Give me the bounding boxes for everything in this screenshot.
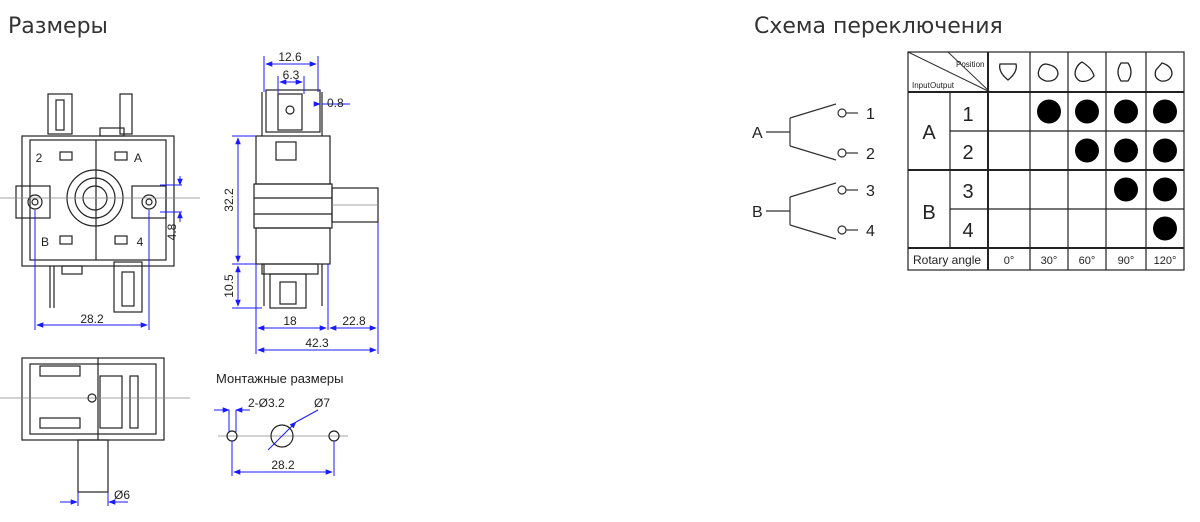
bottom-view <box>0 357 190 493</box>
contact-dot-2-4 <box>1153 138 1177 163</box>
mount-center-diameter: Ø7 <box>314 396 330 410</box>
mount-spacing: 28.2 <box>271 458 295 472</box>
table-output-3: 3 <box>962 181 973 203</box>
contact-dot-1-3 <box>1114 99 1138 124</box>
position-120-icon <box>1154 62 1173 82</box>
circuit-diagram <box>766 103 858 240</box>
mount-diagram <box>218 424 348 448</box>
table-output-1: 1 <box>962 104 973 126</box>
contact-dot-1-4 <box>1153 99 1177 124</box>
corner-input-label: Input <box>912 81 931 90</box>
position-90-icon <box>1117 62 1132 82</box>
dim-inner-width: 6.3 <box>283 68 300 82</box>
dimensions-title: Размеры <box>8 14 108 39</box>
side-view <box>253 89 379 309</box>
angle-0: 0° <box>1004 255 1015 267</box>
corner-position-label: Position <box>956 60 984 69</box>
bottom-dimension-lines <box>60 492 128 506</box>
mark-bottom-left: B <box>41 235 49 249</box>
dim-lower-height: 10.5 <box>222 274 236 298</box>
position-icons <box>999 61 1173 83</box>
contact-dot-3-3 <box>1114 177 1138 202</box>
angle-120: 120° <box>1154 255 1177 267</box>
dim-pin: 0.8 <box>327 96 344 110</box>
circuit-input-a: A <box>752 125 763 142</box>
angle-60: 60° <box>1079 255 1096 267</box>
front-view <box>0 93 200 313</box>
dim-total-length: 42.3 <box>305 336 329 350</box>
dim-shaft-length: 22.8 <box>342 314 366 328</box>
scheme-title: Схема переключения <box>754 14 1003 39</box>
dim-base-width: 28.2 <box>80 312 104 326</box>
mark-bottom-right: 4 <box>137 235 144 249</box>
table-grid <box>907 51 1185 271</box>
rotary-angle-label: Rotary angle <box>913 253 981 267</box>
position-60-icon <box>1074 61 1095 83</box>
mount-title: Монтажные размеры <box>216 371 344 386</box>
switching-table: Position Input Output A B 1 2 3 4 Rotary… <box>907 51 1185 271</box>
contact-dot-2-3 <box>1114 138 1138 163</box>
mark-top-right: A <box>134 151 142 165</box>
table-input-b: B <box>922 202 935 224</box>
table-input-a: A <box>922 122 936 144</box>
front-dimension-lines <box>34 176 183 330</box>
position-30-icon <box>1037 63 1059 82</box>
angle-90: 90° <box>1118 255 1135 267</box>
dim-top-width: 12.6 <box>278 50 302 64</box>
circuit-output-1: 1 <box>866 106 875 123</box>
dim-offset: 4.8 <box>165 223 179 240</box>
circuit-output-2: 2 <box>866 146 875 163</box>
angle-30: 30° <box>1041 255 1058 267</box>
dim-height: 32.2 <box>222 188 236 212</box>
mount-dimension-lines <box>214 407 335 476</box>
corner-output-label: Output <box>930 81 955 90</box>
side-dimension-lines <box>232 56 379 354</box>
circuit-output-4: 4 <box>866 223 875 240</box>
dim-mid-width: 18 <box>283 314 297 328</box>
contact-dot-1-2 <box>1075 99 1099 124</box>
mark-top-left: 2 <box>36 151 43 165</box>
contact-dot-4-4 <box>1153 216 1177 241</box>
contact-dot-3-4 <box>1153 177 1177 202</box>
position-0-icon <box>999 63 1017 81</box>
contact-dot-2-2 <box>1075 138 1099 163</box>
dim-shaft-diameter: Ø6 <box>114 488 130 502</box>
table-border <box>907 51 1185 271</box>
contact-dot-1-1 <box>1037 99 1061 124</box>
mount-holes: 2-Ø3.2 <box>248 396 285 410</box>
table-output-4: 4 <box>962 220 973 242</box>
circuit-output-3: 3 <box>866 183 875 200</box>
table-output-2: 2 <box>962 142 973 164</box>
circuit-input-b: B <box>752 204 763 221</box>
switching-cells <box>1037 99 1177 241</box>
